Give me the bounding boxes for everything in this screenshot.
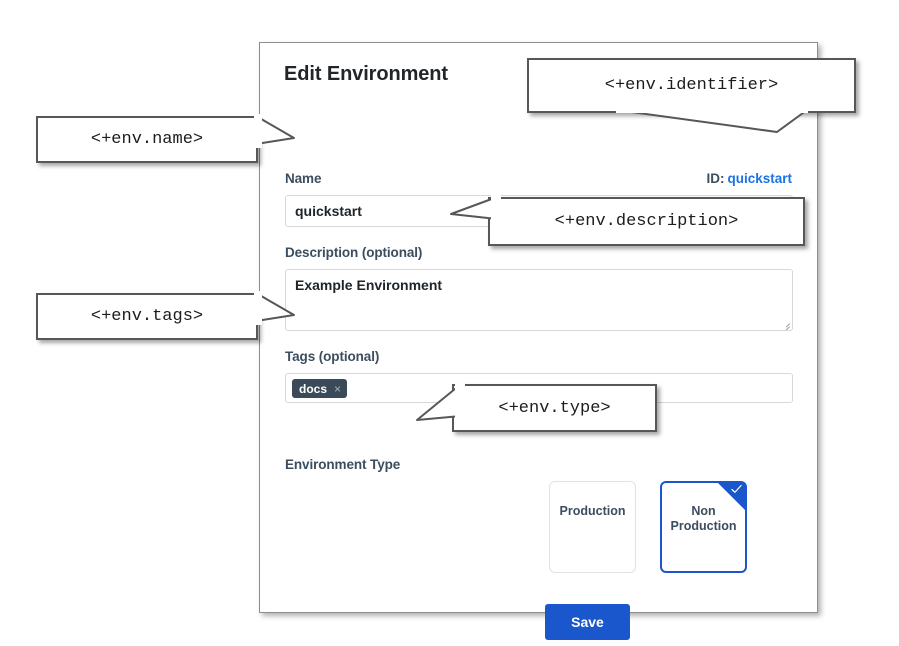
environment-type-label: Environment Type: [285, 457, 401, 472]
callout-tail-name: [254, 114, 295, 148]
environment-type-option-non-production[interactable]: Non Production: [660, 481, 747, 573]
description-field-label: Description (optional): [285, 245, 423, 260]
identifier-label: ID:: [706, 171, 725, 186]
description-textarea[interactable]: Example Environment: [285, 269, 793, 331]
option-label-line2: Production: [670, 519, 737, 533]
tag-chip-docs[interactable]: docs ×: [292, 379, 348, 398]
save-button[interactable]: Save: [545, 604, 630, 640]
callout-tail-identifier: [616, 108, 808, 133]
callout-env-name: <+env.name>: [36, 116, 258, 163]
callout-tail-type: [416, 382, 465, 422]
close-icon[interactable]: ×: [334, 381, 342, 396]
environment-type-option-production[interactable]: Production: [549, 481, 636, 573]
resize-grip-icon: [780, 318, 790, 330]
option-label-line1: Non: [691, 504, 716, 518]
callout-tail-tags: [254, 291, 295, 325]
description-value: Example Environment: [295, 277, 443, 293]
callout-tail-description: [450, 195, 501, 225]
callout-env-identifier: <+env.identifier>: [527, 58, 856, 113]
tag-chip-label: docs: [299, 381, 328, 396]
page-title: Edit Environment: [284, 63, 448, 85]
callout-env-type: <+env.type>: [452, 384, 657, 432]
environment-type-option-label: Non Production: [662, 504, 745, 534]
name-field-label: Name: [285, 171, 322, 186]
environment-identifier: ID:quickstart: [706, 171, 792, 186]
check-icon: [731, 484, 742, 493]
callout-env-tags: <+env.tags>: [36, 293, 258, 340]
environment-type-option-label: Production: [559, 504, 626, 518]
identifier-link[interactable]: quickstart: [727, 171, 792, 186]
callout-env-description: <+env.description>: [488, 197, 805, 246]
tags-field-label: Tags (optional): [285, 349, 380, 364]
selected-corner-ribbon: [717, 482, 746, 511]
